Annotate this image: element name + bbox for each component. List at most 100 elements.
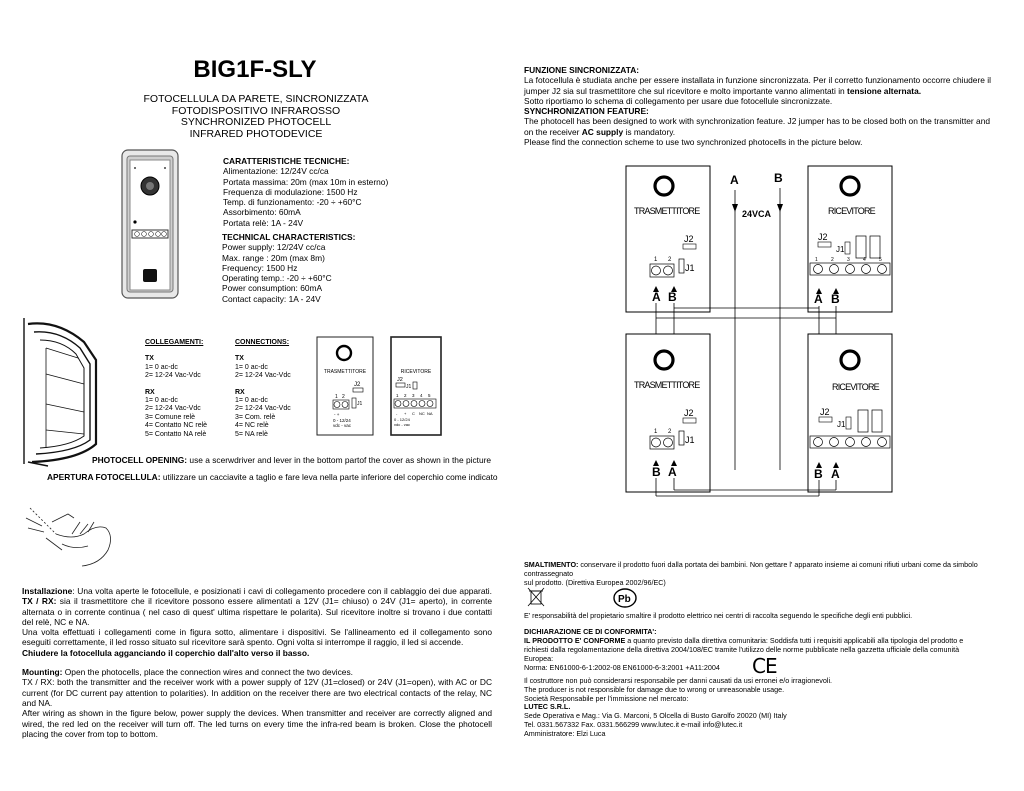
sync-en-text2: is mandatory. — [623, 126, 676, 137]
conformity-norms: Norma: EN61000-6-1:2002-08 EN61000-6-3:2… — [524, 663, 720, 672]
footer-line: Amministratore: Elzi Luca — [524, 728, 606, 738]
conn-line: 3= Com. relè — [235, 413, 276, 421]
housing-illustration — [23, 318, 98, 467]
installation-p1: Installazione: Una volta aperte le fotoc… — [22, 586, 492, 627]
rx-term: 2 — [831, 257, 834, 263]
rx-j2: J2 — [820, 407, 830, 417]
tx-label: TX — [145, 355, 154, 363]
conn-line: 1= 0 ac-dc — [235, 363, 268, 371]
rx-label: RX — [145, 388, 155, 396]
footer-line: Società Responsabile per l'immissione ne… — [524, 693, 689, 703]
device-front-illustration — [121, 149, 179, 299]
small-rx-sign: C — [412, 411, 415, 416]
conformity-block: DICHIARAZIONE CE DI CONFORMITA': IL PROD… — [524, 627, 984, 672]
specs-it: CARATTERISTICHE TECNICHE: Alimentazione:… — [223, 156, 388, 228]
small-rx-sign: - — [396, 411, 398, 416]
rx-label-bottom: RICEVITORE — [832, 382, 880, 392]
rx-top-b: B — [831, 292, 840, 306]
conn-line: 4= Contatto NC relè — [145, 422, 208, 430]
rx-label-top: RICEVITORE — [828, 206, 876, 216]
conformity-bold: IL PRODOTTO E' CONFORME — [524, 636, 626, 645]
tx-top-b: B — [668, 290, 677, 304]
spec-line: Portata relè: 1A - 24V — [223, 217, 304, 228]
page-title: BIG1F-SLY — [193, 56, 317, 83]
installation-p2: Una volta effettuati i collegamenti come… — [22, 627, 492, 648]
rx-term: 4 — [863, 257, 866, 263]
connections-heading: CONNECTIONS: — [235, 339, 290, 346]
small-tx-term-1: 1 — [335, 394, 338, 400]
supply-a: A — [730, 173, 739, 187]
sync-en-p3: Please find the connection scheme to use… — [524, 137, 863, 148]
sync-text: FUNZIONE SINCRONIZZATA: La fotocellula è… — [524, 65, 1000, 147]
opening-it: APERTURA FOTOCELLULA: utilizzare un cacc… — [47, 472, 498, 482]
small-tx-signs: - + — [334, 412, 340, 417]
small-rx-j1: J1 — [406, 384, 412, 390]
tx-j2: J2 — [684, 234, 694, 244]
sync-wiring-diagram: TRASMETTITORE RICEVITORE TRASMETTITORE R… — [625, 165, 893, 497]
tx-board-bottom — [625, 333, 711, 493]
rx-j1: J1 — [837, 420, 846, 429]
sync-it-p: La fotocellula è studiata anche per esse… — [524, 75, 1000, 96]
specs-en: TECHNICAL CHARACTERISTICS: Power supply:… — [222, 232, 355, 304]
rx-term: 1 — [815, 257, 818, 263]
rx-term: 3 — [847, 257, 850, 263]
small-rx-volt: 0 - 12/24 — [394, 417, 411, 422]
opening-en-label: PHOTOCELL OPENING: — [92, 455, 188, 465]
small-tx-j1: J1 — [357, 401, 363, 407]
subtitle-line: FOTOCELLULA DA PARETE, SINCRONIZZATA — [143, 93, 369, 105]
installation-p3-text: Open the photocells, place the connectio… — [62, 667, 353, 678]
specs-en-heading: TECHNICAL CHARACTERISTICS: — [222, 232, 356, 242]
conn-line: 5= Contatto NA relè — [145, 430, 207, 438]
small-rx-sign: NA — [427, 411, 433, 416]
conn-line: 3= Comune relè — [145, 413, 196, 421]
small-rx-j2: J2 — [397, 377, 403, 383]
tx-top-a: A — [652, 290, 661, 304]
footer-line: The producer is not responsible for dama… — [524, 684, 785, 694]
tx-bottom-a: A — [668, 465, 677, 479]
small-rx-term: 4 — [420, 393, 423, 398]
footer-line: Sede Operativa e Mag.: Via G. Marconi, 5… — [524, 711, 787, 721]
spec-line: Frequenza di modulazione: 1500 Hz — [223, 186, 358, 197]
sync-heading-en: SYNCHRONIZATION FEATURE: — [524, 106, 649, 117]
disposal-text: SMALTIMENTO: conservare il prodotto fuor… — [524, 560, 1000, 578]
small-rx-sign: NC — [419, 411, 425, 416]
installation-p2-bold: Chiudere la fotocellula agganciando il c… — [22, 647, 310, 658]
disposal-block: SMALTIMENTO: conservare il prodotto fuor… — [524, 560, 1000, 587]
sync-en-text: The photocell has been designed to work … — [524, 116, 991, 137]
collegamenti-block: COLLEGAMENTI: TX 1= 0 ac-dc 2= 12-24 Vac… — [145, 339, 207, 439]
opening-en-text: use a scerwdriver and lever in the botto… — [187, 455, 492, 465]
rx-bottom-b: B — [814, 467, 823, 481]
conn-line: 1= 0 ac-dc — [145, 397, 178, 405]
conn-line: 1= 0 ac-dc — [235, 397, 268, 405]
disposal-label: SMALTIMENTO: — [524, 560, 579, 569]
tx-lens-icon — [653, 349, 675, 371]
sync-en-bold: AC supply — [581, 126, 624, 137]
tx-bottom-b: B — [652, 465, 661, 479]
conn-line: 1= 0 ac-dc — [145, 363, 178, 371]
conformity-text: IL PRODOTTO E' CONFORME a quanto previst… — [524, 636, 984, 663]
conn-line: 4= NC relè — [235, 422, 269, 430]
small-rx-term: 1 — [396, 393, 399, 398]
conformity-body: a quanto previsto dalla direttiva comuni… — [524, 636, 964, 663]
small-rx-label: RICEVITORE — [401, 369, 432, 375]
specs-it-heading: CARATTERISTICHE TECNICHE: — [223, 156, 350, 166]
supply-b: B — [774, 171, 783, 185]
opening-it-label: APERTURA FOTOCELLULA: — [47, 472, 161, 482]
sync-en-p: The photocell has been designed to work … — [524, 116, 1000, 137]
tx-j1: J1 — [685, 263, 695, 273]
spec-line: Max. range : 20m (max 8m) — [222, 252, 325, 263]
rx-j2: J2 — [818, 232, 828, 242]
conn-line: 2= 12-24 Vac-Vdc — [145, 405, 201, 413]
sync-it-bold: tensione alternata. — [847, 85, 922, 96]
small-rx-term: 2 — [404, 393, 407, 398]
spec-line: Power supply: 12/24V cc/ca — [222, 242, 326, 253]
small-tx-volt2: vdc - vac — [333, 423, 352, 428]
rx-top-a: A — [814, 292, 823, 306]
tx-lens-icon — [653, 175, 675, 197]
small-tx-j2: J2 — [354, 382, 361, 388]
disposal-text-1: conservare il prodotto fuori dalla porta… — [524, 560, 978, 578]
subtitle-line: SYNCHRONIZED PHOTOCELL — [180, 116, 332, 128]
conformity-heading: DICHIARAZIONE CE DI CONFORMITA': — [524, 627, 657, 636]
sync-it-text: La fotocellula è studiata anche per esse… — [524, 75, 991, 96]
tx-label-top: TRASMETTITORE — [634, 206, 700, 216]
